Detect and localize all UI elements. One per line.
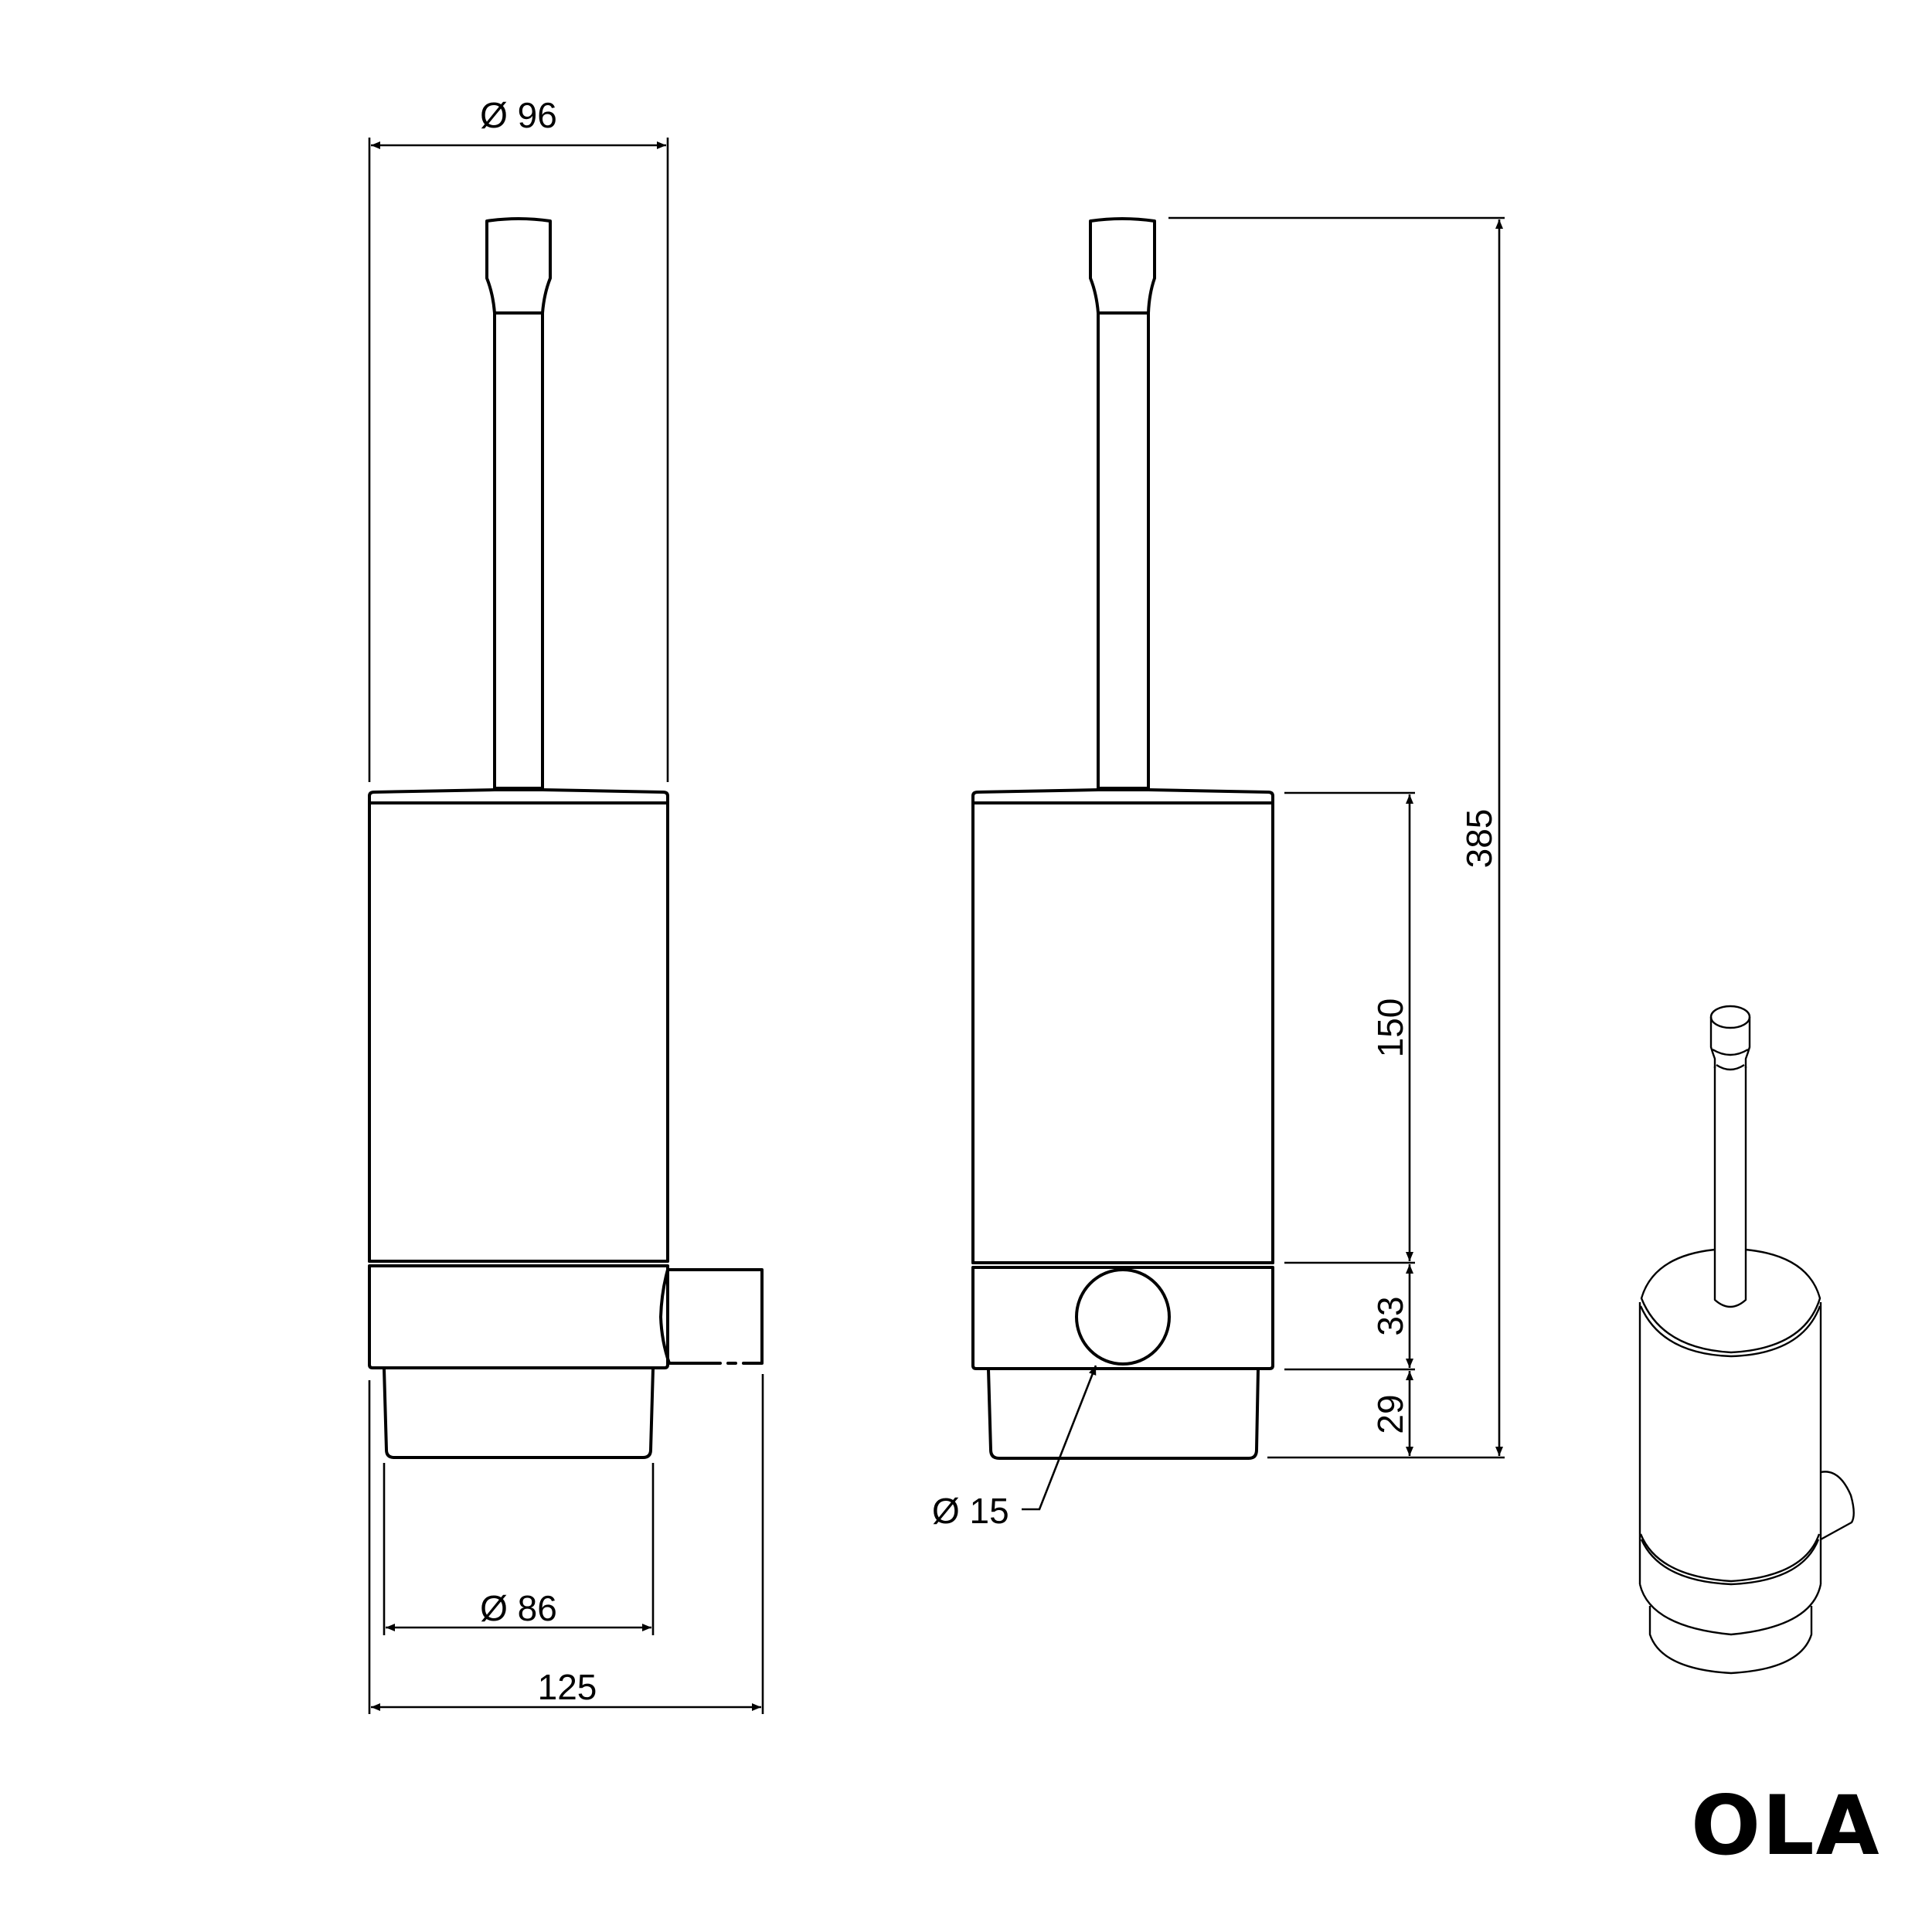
lid-edge [1639, 1305, 1821, 1358]
brush-shaft [1713, 1066, 1747, 1308]
dim-body-height: 150 [1370, 998, 1410, 1058]
lid-top [1640, 1248, 1821, 1354]
brand-logo: OLA [1691, 1778, 1881, 1873]
lid [368, 788, 669, 804]
knob-top [1709, 1005, 1751, 1029]
knob-side [1709, 1017, 1751, 1068]
band [368, 1264, 669, 1369]
dim-top-diameter: Ø 96 [480, 95, 557, 135]
cup [383, 1367, 655, 1459]
front-view: Ø 96 Ø 86 125 [368, 95, 764, 1714]
container-body [368, 801, 669, 1263]
dim-total-height: 385 [1459, 809, 1499, 869]
dim-overall-width: 125 [538, 1667, 597, 1707]
dim-band-height: 33 [1370, 1296, 1410, 1335]
brush-handle-knob [485, 217, 552, 790]
wall-bracket [1820, 1471, 1855, 1541]
mounting-hole [1075, 1268, 1171, 1366]
dim-hole-diameter: Ø 15 [932, 1491, 1009, 1531]
cup [1648, 1606, 1813, 1675]
lid [971, 788, 1274, 804]
band-line [1639, 1533, 1821, 1583]
band [971, 1266, 1274, 1370]
dim-cup-diameter: Ø 86 [480, 1588, 557, 1628]
side-view: Ø 15 150 33 29 385 [932, 216, 1505, 1531]
brush-handle-knob [1089, 217, 1156, 790]
wall-bracket [659, 1268, 764, 1365]
knob-ring [1716, 1063, 1745, 1071]
band-line [1640, 1539, 1820, 1586]
knob-ring [1712, 1048, 1749, 1056]
container-body [971, 801, 1274, 1264]
isometric-view [1638, 1005, 1855, 1675]
body-bottom [1638, 1583, 1822, 1636]
cup [987, 1368, 1260, 1460]
dim-cup-height: 29 [1370, 1394, 1410, 1434]
leader-line-hole [1022, 1365, 1097, 1511]
